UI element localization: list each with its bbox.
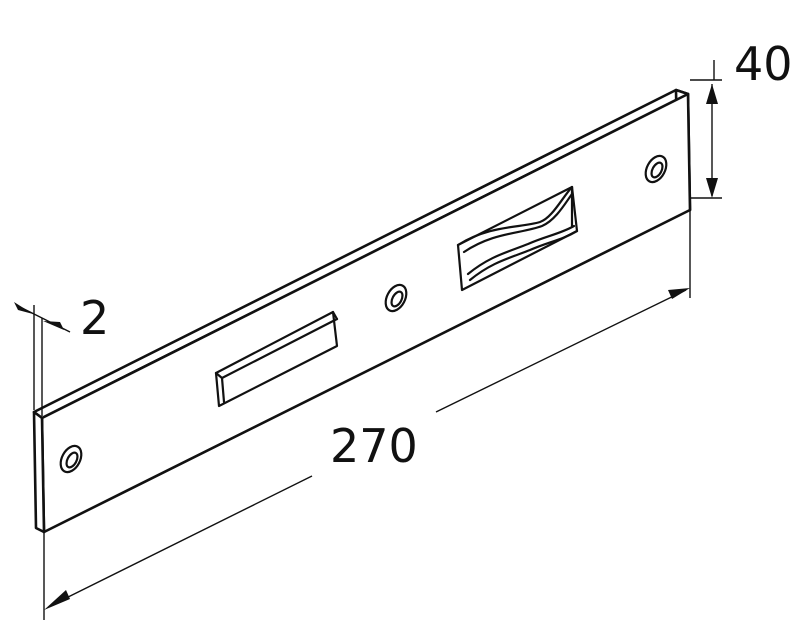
dimension-length: 270 <box>43 210 691 620</box>
dimension-label-thickness: 2 <box>80 291 109 345</box>
screw-hole-right <box>644 154 668 184</box>
dimension-label-length: 270 <box>330 419 418 473</box>
dimension-thickness: 2 <box>14 291 109 416</box>
dimension-line-length-upper <box>435 289 687 413</box>
latch-slot <box>214 310 339 408</box>
dimension-height: 40 <box>690 37 793 199</box>
arrowhead-thickness-left <box>14 302 33 314</box>
arrowhead-height-top <box>706 84 718 104</box>
arrowhead-length-left <box>44 590 70 610</box>
screw-hole-center <box>384 283 408 313</box>
screw-hole-left <box>59 444 83 474</box>
dimension-line-length-lower <box>49 475 313 607</box>
arrowhead-height-bottom <box>706 178 718 198</box>
plate-left-edge <box>32 410 46 534</box>
bolt-opening <box>456 185 579 292</box>
dimension-label-height: 40 <box>734 37 793 91</box>
arrowhead-thickness-right <box>43 321 64 330</box>
arrowhead-length-right <box>668 288 690 299</box>
